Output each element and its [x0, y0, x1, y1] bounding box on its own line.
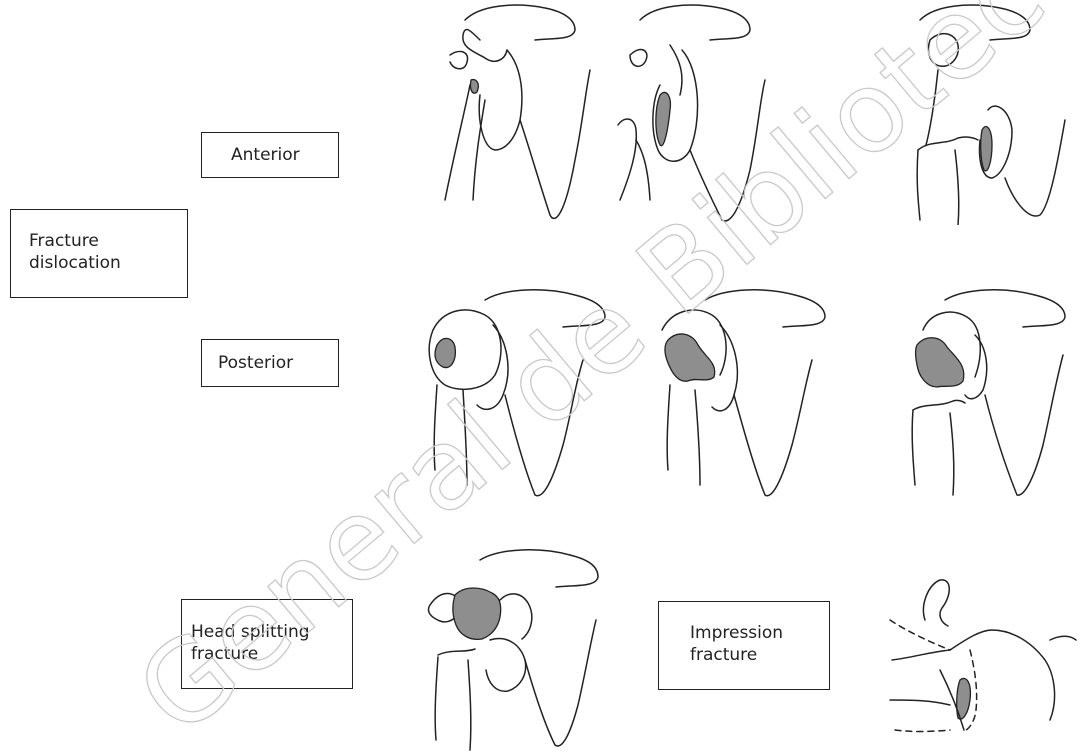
anterior-label: Anterior: [201, 132, 339, 178]
posterior-dislocation-figure-1: [415, 285, 615, 500]
anterior-dislocation-figure-1: [425, 0, 595, 225]
impression-fracture-figure: [880, 560, 1080, 750]
posterior-dislocation-figure-2: [650, 285, 850, 500]
anterior-text: Anterior: [231, 144, 338, 166]
fracture-dislocation-label: Fracture dislocation: [10, 209, 188, 298]
fracture-dislocation-line-1: Fracture: [29, 230, 187, 252]
posterior-dislocation-figure-3: [895, 285, 1075, 500]
posterior-text: Posterior: [218, 352, 338, 374]
head-splitting-figure: [410, 545, 605, 751]
anterior-dislocation-figure-2: [600, 0, 770, 225]
head-splitting-line-1: Head splitting: [191, 621, 352, 643]
anterior-dislocation-figure-3: [900, 0, 1070, 225]
head-splitting-line-2: fracture: [191, 643, 352, 665]
impression-label: Impression fracture: [658, 601, 830, 690]
head-splitting-label: Head splitting fracture: [181, 599, 353, 689]
impression-line-2: fracture: [690, 644, 829, 666]
fracture-dislocation-line-2: dislocation: [29, 252, 187, 274]
posterior-label: Posterior: [201, 339, 339, 387]
impression-line-1: Impression: [690, 622, 829, 644]
